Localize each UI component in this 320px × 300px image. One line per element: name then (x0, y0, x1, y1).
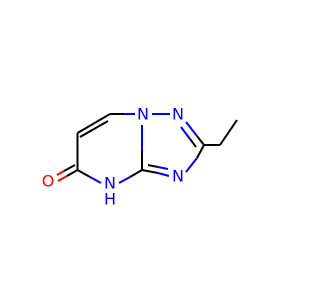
bond-nbot-c3a-c (141, 169, 159, 174)
bond-group (56, 113, 238, 184)
molecule-structure: N N N N H O (42, 105, 238, 209)
bond-ntop-c2-n (185, 121, 198, 137)
bond-nh-c3a-c (129, 169, 143, 178)
atom-nh-hydrogen: H (104, 190, 116, 209)
bond-ntop-c2-n-double (180, 126, 191, 140)
bond-c6-c7-double (79, 120, 109, 138)
bond-nbot-c3a-n-double (157, 166, 169, 170)
molecule-canvas: N N N N H O (41, 104, 238, 209)
atom-n-bridge: N (137, 105, 149, 124)
bond-ntop-c2-c-double (189, 138, 197, 148)
bond-c5-o2-o (56, 170, 65, 176)
atom-oxygen: O (42, 172, 55, 191)
bond-c5-o-c (66, 169, 78, 177)
bond-c2-nbot-n (185, 157, 198, 173)
bond-c5-nh-c (77, 169, 91, 178)
bond-ntop-c2-c (196, 135, 205, 146)
bond-c5-o-o (57, 175, 68, 182)
bond-nbot-c3a-c-double (147, 164, 159, 168)
bond-c5-nh-n (89, 176, 102, 184)
bond-nbot-c3a-n (157, 172, 170, 177)
bond-ch2-ch3 (219, 119, 238, 146)
bond-c5-o2-c (63, 164, 76, 172)
bond-c6-c7 (76, 113, 111, 134)
atom-n-triazole-top: N (172, 105, 184, 124)
atom-label-group: N N N N H O (42, 105, 184, 209)
atom-n-triazole-bottom: N (172, 167, 184, 186)
bond-c2-nbot-c (196, 144, 205, 159)
atom-nh-nitrogen: N (104, 174, 116, 193)
bond-nh-c3a-n (118, 176, 131, 184)
